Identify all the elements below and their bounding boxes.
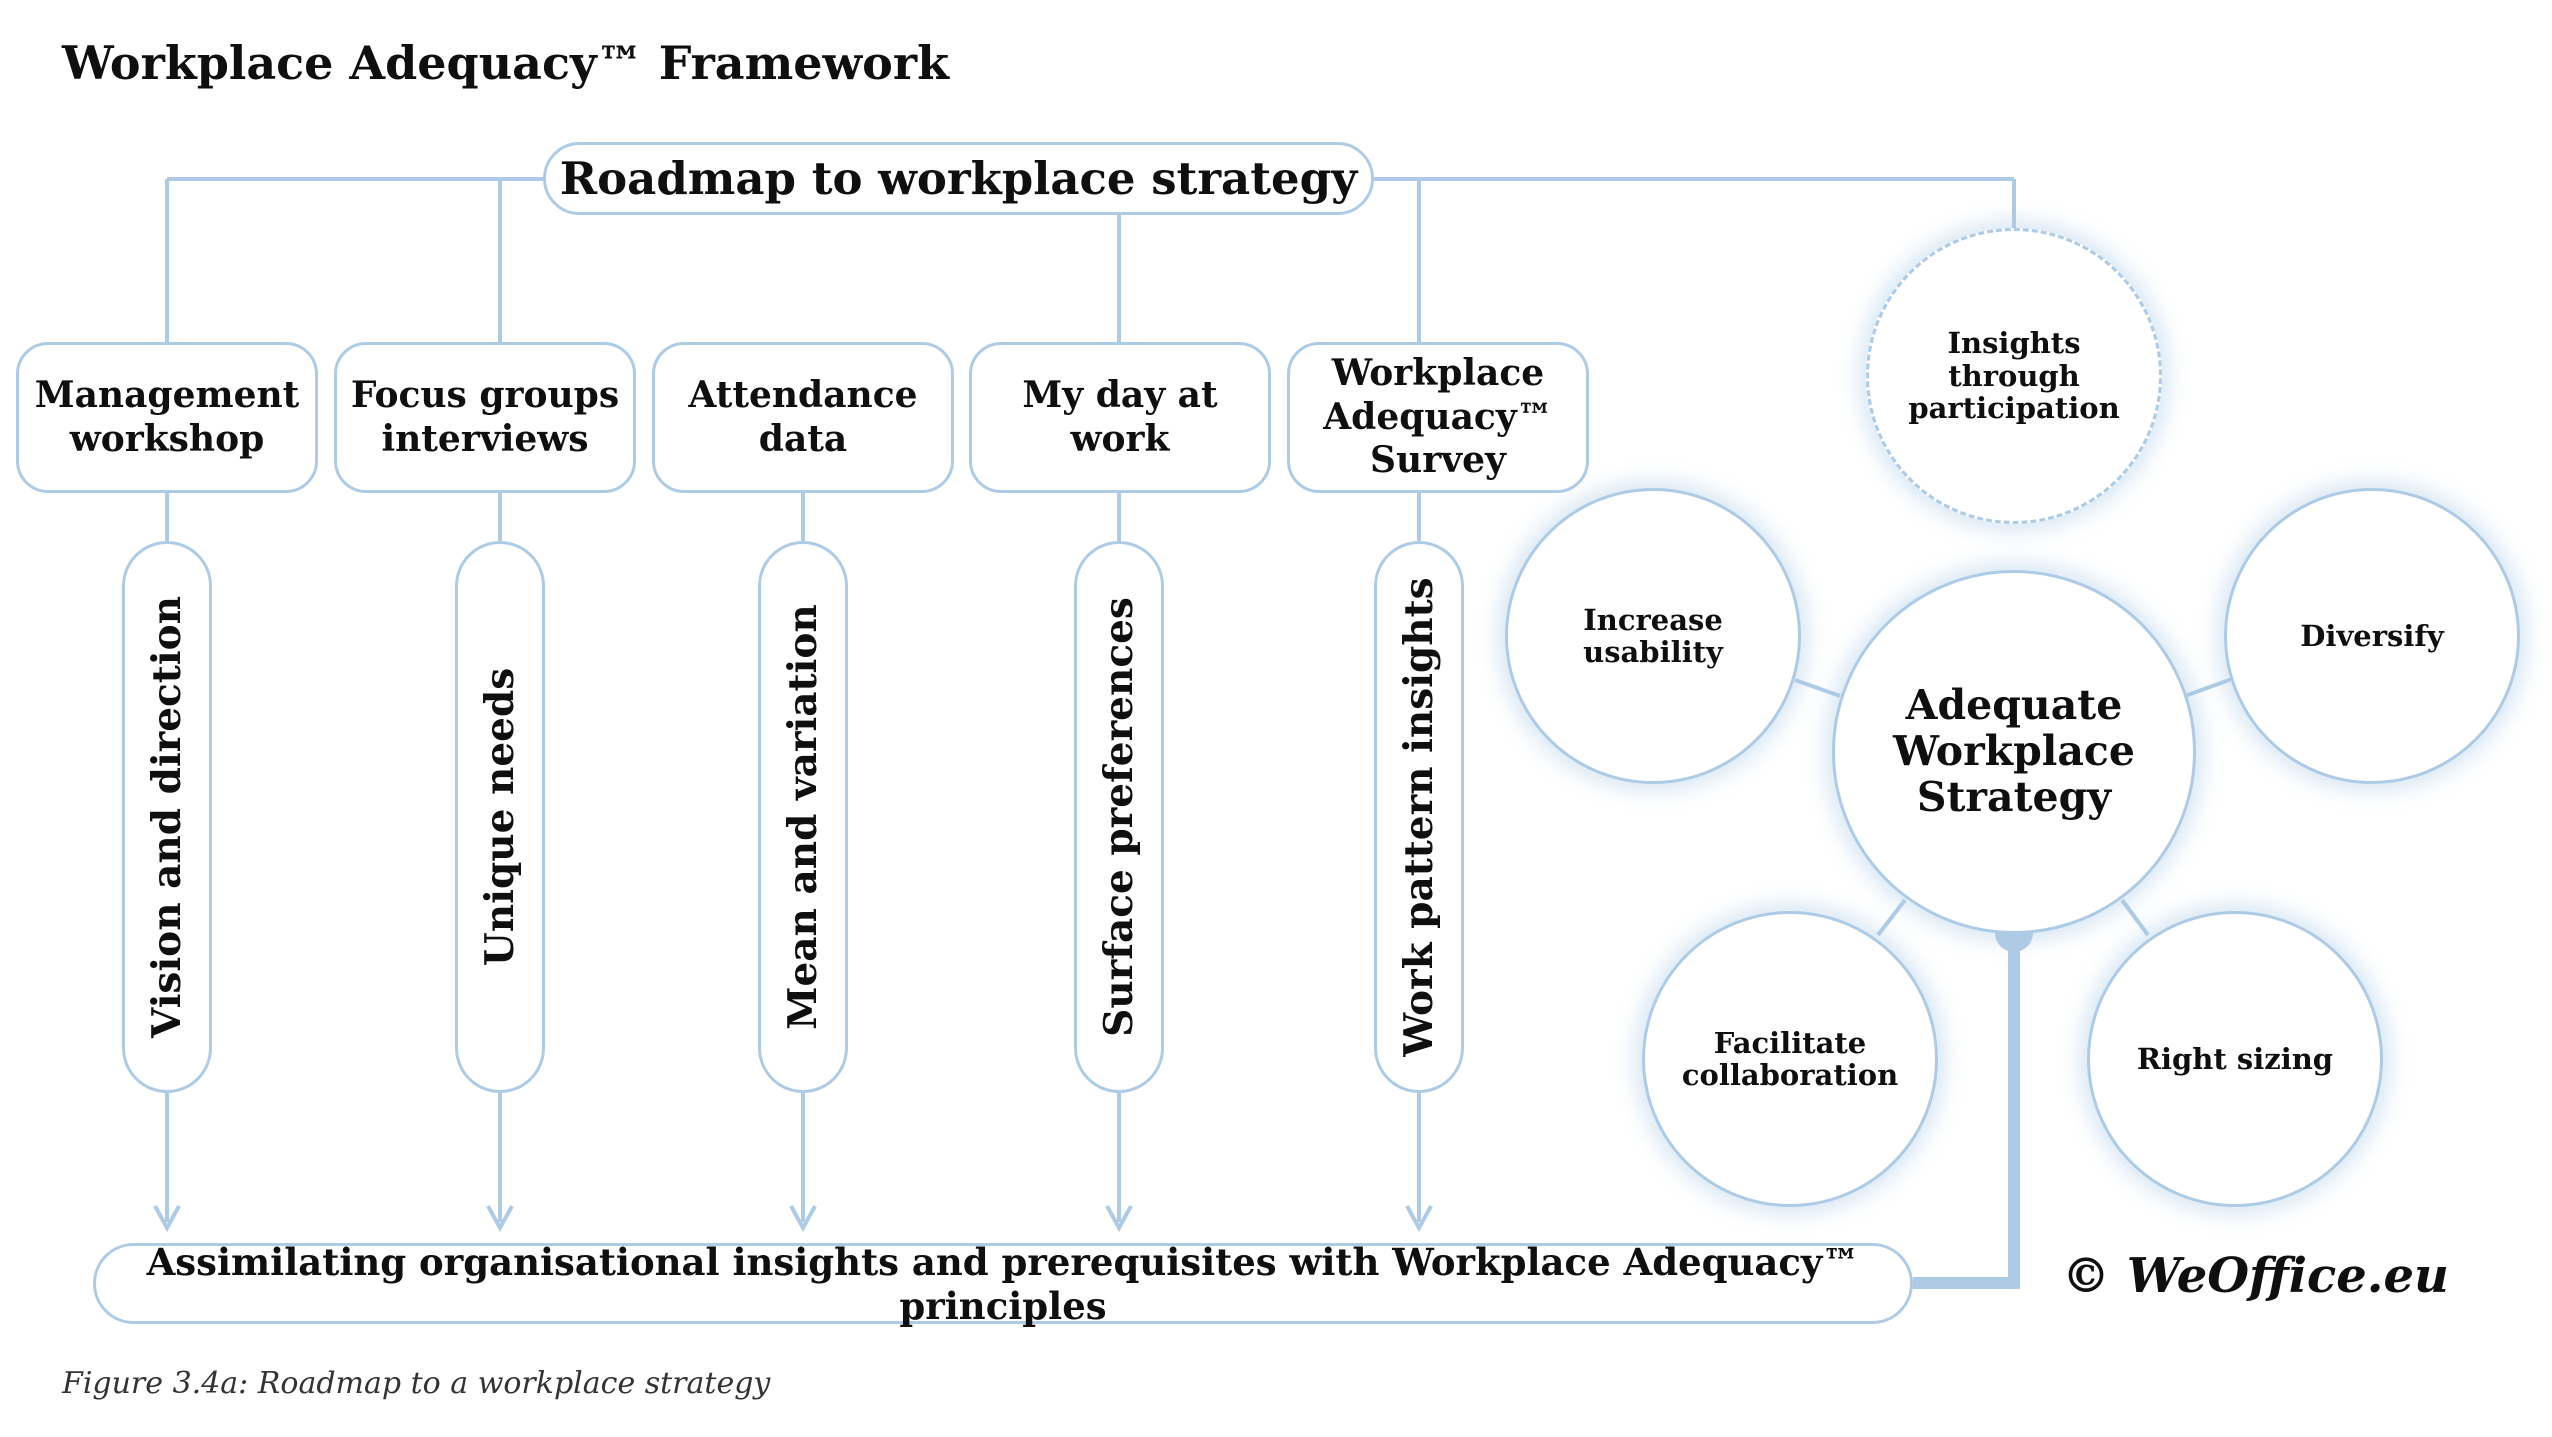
diversify-circle: Diversify — [2224, 488, 2520, 784]
outcome-pill-mean-variation: Mean and variation — [758, 541, 848, 1093]
adequate-workplace-strategy-circle: Adequate Workplace Strategy — [1832, 570, 2196, 934]
roadmap-box: Roadmap to workplace strategy — [543, 142, 1374, 215]
arrow-1 — [153, 1205, 181, 1233]
right-sizing-circle: Right sizing — [2087, 911, 2383, 1207]
strategy-link-line — [1913, 933, 2020, 1289]
outcome-label: Unique needs — [477, 667, 523, 967]
outcome-label: Work pattern insights — [1396, 577, 1442, 1057]
outcome-label: Surface preferences — [1096, 597, 1142, 1037]
method-box-management-workshop: Management workshop — [16, 342, 318, 493]
page-title: Workplace Adequacy™ Framework — [62, 36, 949, 90]
outcome-pill-surface-preferences: Surface preferences — [1074, 541, 1164, 1093]
outcome-pill-unique-needs: Unique needs — [455, 541, 545, 1093]
arrow-4 — [1105, 1205, 1133, 1233]
insights-participation-circle: Insights through participation — [1866, 228, 2162, 524]
outcome-label: Vision and direction — [144, 596, 190, 1038]
method-box-my-day-at-work: My day at work — [969, 342, 1271, 493]
outcome-pill-vision: Vision and direction — [122, 541, 212, 1093]
method-box-survey: Workplace Adequacy™ Survey — [1287, 342, 1589, 493]
increase-usability-circle: Increase usability — [1505, 488, 1801, 784]
arrow-3 — [789, 1205, 817, 1233]
facilitate-collaboration-circle: Facilitate collaboration — [1642, 911, 1938, 1207]
outcome-label: Mean and variation — [780, 604, 826, 1030]
figure-caption: Figure 3.4a: Roadmap to a workplace stra… — [62, 1366, 771, 1401]
outcome-pill-work-pattern: Work pattern insights — [1374, 541, 1464, 1093]
method-box-attendance-data: Attendance data — [652, 342, 954, 493]
arrow-5 — [1405, 1205, 1433, 1233]
arrow-2 — [486, 1205, 514, 1233]
method-box-focus-groups: Focus groups interviews — [334, 342, 636, 493]
copyright-notice: © WeOffice.eu — [2062, 1248, 2449, 1304]
assimilation-box: Assimilating organisational insights and… — [93, 1240, 1913, 1328]
